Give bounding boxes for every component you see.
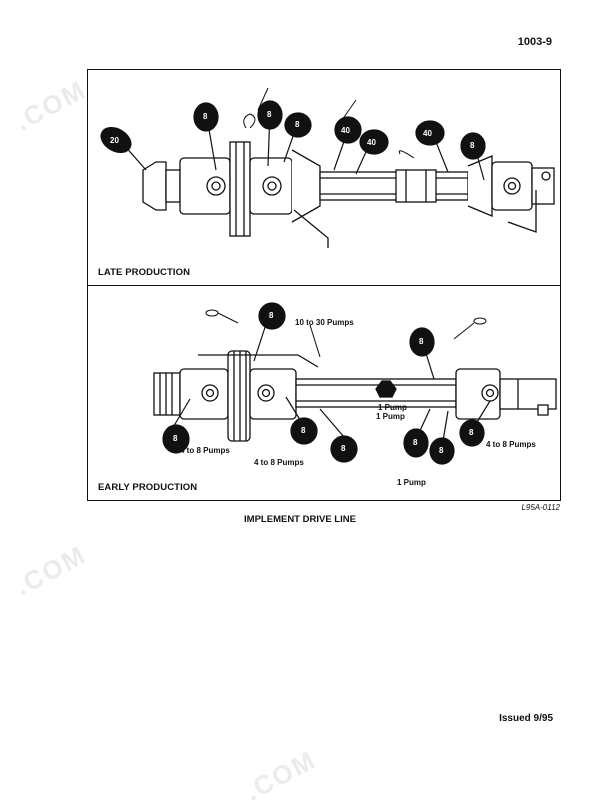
callout-early-8: 8 (469, 428, 474, 437)
callout-early-2: 8 (173, 434, 178, 443)
late-production-panel: 20 8 8 8 40 40 40 8 LATE PRODUCTION (88, 70, 560, 286)
callout-early-7: 8 (439, 446, 444, 455)
late-production-label: LATE PRODUCTION (98, 267, 191, 278)
callout-early-5: 8 (419, 337, 424, 346)
drive-line-figure: 20 8 8 8 40 40 40 8 LATE PRODUCTION (87, 69, 561, 501)
note-4-to-8-pumps-right: 4 to 8 Pumps (486, 440, 536, 449)
callout-early-3: 8 (301, 426, 306, 435)
figure-reference-code: L95A-0112 (521, 503, 560, 512)
callout-late-3: 8 (267, 110, 272, 119)
early-production-label: EARLY PRODUCTION (98, 482, 198, 493)
watermark: .COM (10, 539, 92, 602)
callout-late-5: 40 (341, 126, 350, 135)
callout-early-1: 8 (269, 311, 274, 320)
issued-date: Issued 9/95 (499, 713, 553, 724)
watermark: .COM (10, 74, 92, 137)
callout-early-4: 8 (341, 444, 346, 453)
note-4-to-8-pumps-mid: 4 to 8 Pumps (254, 458, 304, 467)
fitting-20 (100, 126, 147, 171)
callout-late-2: 8 (203, 112, 208, 121)
callout-early-6: 8 (413, 438, 418, 447)
note-1-pump-left: 1 Pump (376, 412, 405, 421)
note-1-pump-bottom: 1 Pump (397, 478, 426, 487)
early-production-drawing (153, 302, 557, 465)
figure-caption: IMPLEMENT DRIVE LINE (244, 514, 356, 525)
note-10-to-30-pumps: 10 to 30 Pumps (295, 318, 354, 327)
note-1-pump-right: 1 Pump (378, 403, 407, 412)
late-production-drawing (100, 87, 555, 248)
callout-late-6: 40 (367, 138, 376, 147)
page-number: 1003-9 (517, 36, 552, 48)
callout-late-1: 20 (110, 136, 119, 145)
callout-late-4: 8 (295, 120, 300, 129)
callout-late-8: 8 (470, 141, 475, 150)
note-4-to-8-pumps-left: 4 to 8 Pumps (180, 446, 230, 455)
callout-late-7: 40 (423, 129, 432, 138)
early-production-panel: 8 8 8 8 8 8 8 8 10 to 30 Pumps 1 Pump 1 … (88, 285, 560, 499)
